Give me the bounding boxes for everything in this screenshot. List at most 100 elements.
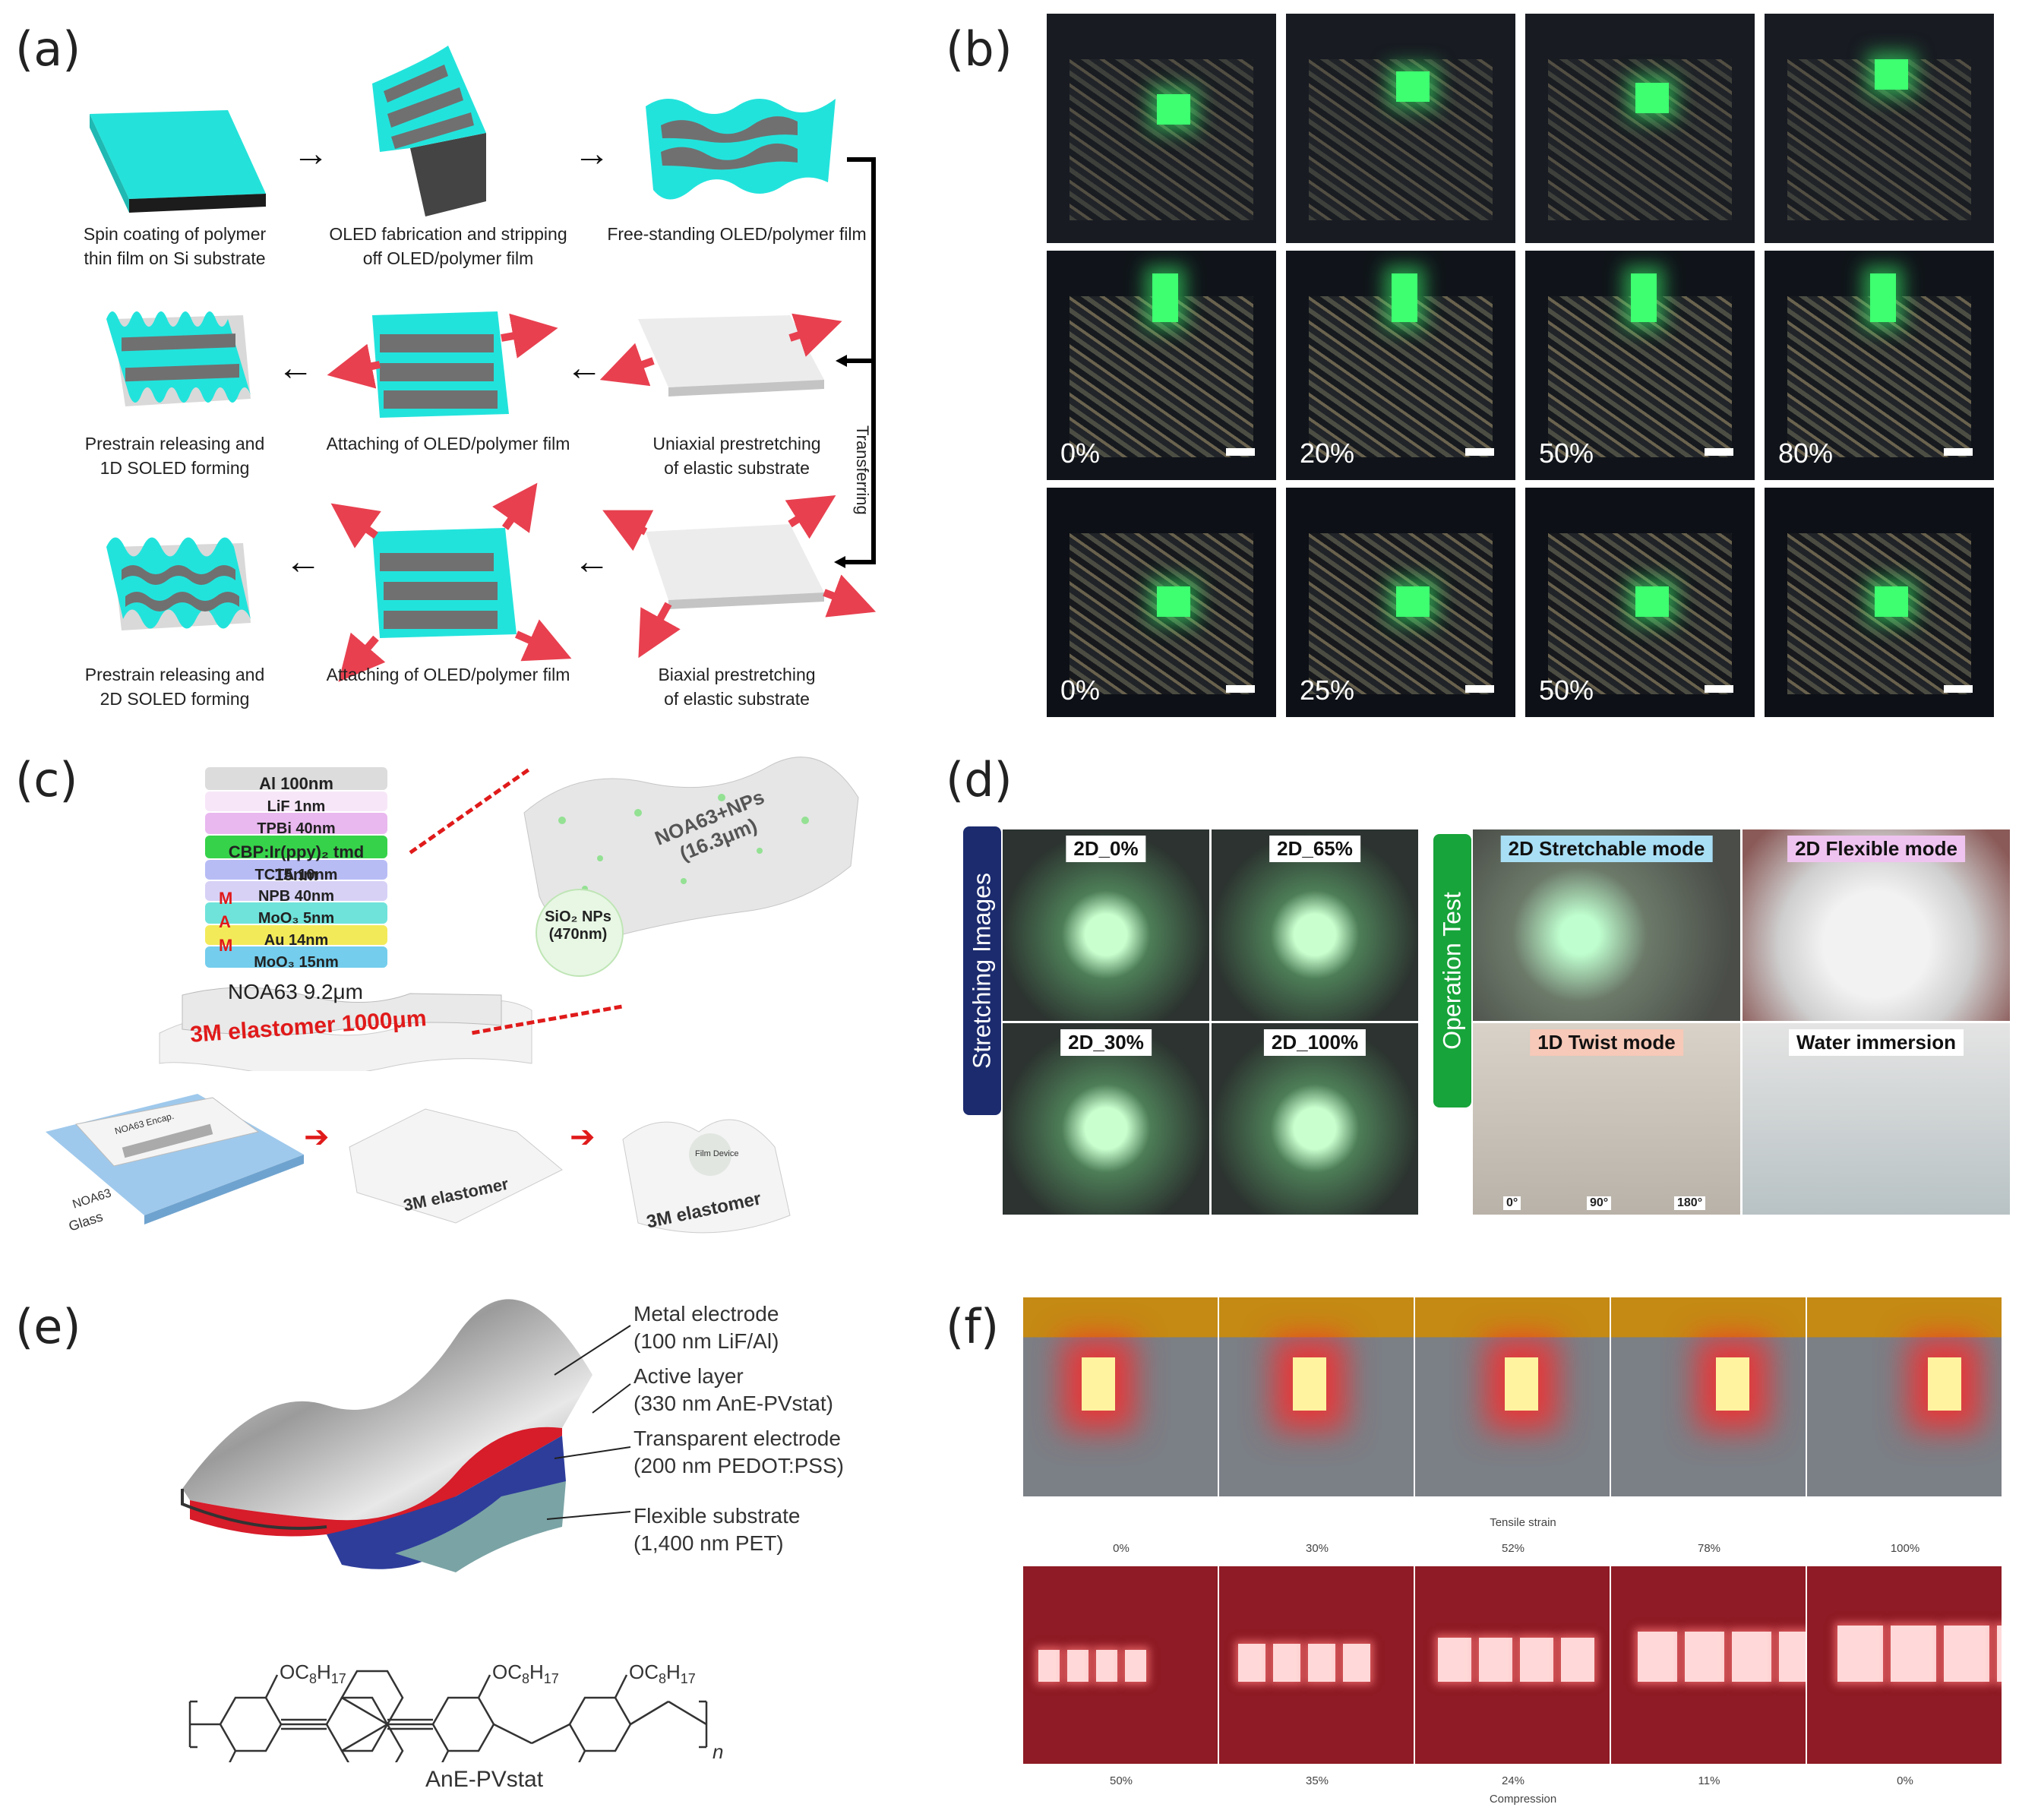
- mam-letter: M: [219, 889, 233, 908]
- led-glow: [1152, 273, 1178, 323]
- layer-substrate-detail: (1,400 nm PET): [634, 1531, 784, 1555]
- tensile-strain-label: 78%: [1697, 1542, 1721, 1555]
- strain-label: 25%: [1300, 675, 1355, 706]
- led-glow: [1635, 82, 1669, 113]
- lit-pixel: [1520, 1638, 1553, 1682]
- scale-bar: [1705, 685, 1733, 693]
- lit-pixel: [1438, 1638, 1471, 1682]
- stack-layer-1: [205, 767, 387, 790]
- sio2-np-circle: [536, 889, 624, 977]
- photo-b-r3-c2: 25%: [1286, 488, 1515, 717]
- lit-pixel: [1125, 1650, 1146, 1682]
- strain-label: 0%: [1060, 438, 1101, 469]
- strain-label: 50%: [1539, 675, 1594, 706]
- red-led-glow: [1927, 1357, 1961, 1411]
- caption-a7: Prestrain releasing and 2D SOLED forming: [84, 665, 265, 709]
- strain-label: 20%: [1300, 438, 1355, 469]
- svg-text:→: →: [292, 134, 329, 174]
- stretching-images-bar: Stretching Images: [963, 826, 1001, 1115]
- tensile-photo-2: [1219, 1297, 1414, 1496]
- photo-b-r1-c4: [1765, 14, 1994, 243]
- svg-text:←: ←: [277, 348, 314, 388]
- strain-label: 0%: [1060, 675, 1101, 706]
- scale-bar: [1465, 685, 1494, 693]
- caption-a9: Biaxial prestretching of elastic substra…: [658, 665, 816, 709]
- layer-active-title: Active layer: [634, 1364, 744, 1388]
- photo-b-r1-c3: [1525, 14, 1755, 243]
- attach-film-biaxial: [330, 482, 572, 682]
- compression-label: 24%: [1501, 1774, 1525, 1787]
- twist-angle-label: 90°: [1587, 1196, 1612, 1210]
- layer-transparent-detail: (200 nm PEDOT:PSS): [634, 1454, 844, 1477]
- film-texture: [1070, 59, 1253, 220]
- svg-text:OC8H17: OC8H17: [492, 1660, 559, 1686]
- layer-transparent-title: Transparent electrode: [634, 1427, 841, 1450]
- compression-photo-1: [1023, 1566, 1218, 1764]
- photo-b-r2-c4: 80%: [1765, 251, 1994, 480]
- mam-letter: M: [219, 936, 233, 955]
- panel-label-c: (c): [15, 752, 78, 807]
- scale-bar: [1465, 448, 1494, 456]
- lit-pixel: [1997, 1626, 2002, 1682]
- stack-layer-label-8: Au 14nm: [264, 932, 329, 949]
- pixel-row: [1038, 1650, 1146, 1682]
- svg-text:←: ←: [285, 542, 321, 582]
- e-layer-labels: Metal electrode (100 nm LiF/Al) Active l…: [634, 1300, 844, 1557]
- led-glow: [1395, 586, 1430, 617]
- scale-bar: [1226, 448, 1255, 456]
- led-glow: [1391, 273, 1417, 323]
- lit-pixel: [1837, 1626, 1883, 1682]
- panel-label-b: (b): [946, 21, 1013, 77]
- panel-label-d: (d): [946, 752, 1013, 807]
- compression-photo-5: [1807, 1566, 2002, 1764]
- lit-pixel: [1944, 1626, 1989, 1682]
- caption-a6: Uniaxial prestretching of elastic substr…: [652, 434, 821, 478]
- svg-text:n: n: [712, 1740, 723, 1762]
- lit-pixel: [1479, 1638, 1512, 1682]
- svg-text:→: →: [573, 134, 610, 174]
- stack-layer-label-7: MoO₃ 5nm: [258, 910, 335, 927]
- photo-b-r2-c1: 0%: [1047, 251, 1276, 480]
- scale-bar: [1944, 448, 1973, 456]
- stack-layer-9: [205, 946, 387, 968]
- scale-bar: [1944, 685, 1973, 693]
- strain-label: 80%: [1778, 438, 1834, 469]
- led-glow: [1635, 586, 1669, 617]
- svg-text:←: ←: [566, 348, 602, 388]
- lit-pixel: [1038, 1650, 1060, 1682]
- compression-photo-2: [1219, 1566, 1414, 1764]
- twist-angle-label: 180°: [1674, 1196, 1706, 1210]
- operation-test-label: Operation Test: [1438, 892, 1466, 1050]
- photo-b-r3-c1: 0%: [1047, 488, 1276, 717]
- tensile-photo-4: [1611, 1297, 1806, 1496]
- lit-pixel: [1067, 1650, 1088, 1682]
- caption-a5: Attaching of OLED/polymer film: [326, 434, 570, 453]
- stretch-photo-2: 2D_65%: [1210, 828, 1420, 1022]
- lit-pixel: [1732, 1632, 1771, 1682]
- compression-label: 11%: [1698, 1774, 1720, 1787]
- operation-photo-label: 2D Flexible mode: [1787, 836, 1965, 862]
- red-led-glow: [1081, 1357, 1115, 1411]
- compression-label: 0%: [1897, 1774, 1913, 1787]
- stack-layer-label-6: NPB 40nm: [258, 888, 335, 905]
- pixel-row: [1438, 1638, 1594, 1682]
- tensile-strain-label: 100%: [1890, 1542, 1920, 1555]
- stack-layer-label-3: TPBi 40nm: [257, 820, 336, 837]
- lit-pixel: [1096, 1650, 1117, 1682]
- stack-layer-label-4: CBP:Ir(ppy)₂ tmd 15nm: [228, 842, 365, 884]
- led-glow: [1630, 273, 1657, 323]
- compression-title: Compression: [1489, 1793, 1557, 1806]
- panel-label-f: (f): [946, 1299, 1000, 1354]
- stack-layer-label-9: MoO₃ 15nm: [254, 954, 339, 971]
- led-glow: [1395, 71, 1430, 102]
- lit-pixel: [1561, 1638, 1594, 1682]
- layer-stack: [159, 767, 532, 1071]
- uniaxial-substrate: [599, 313, 842, 397]
- 1d-soled: [106, 311, 251, 406]
- tensile-strain-label: 30%: [1305, 1542, 1329, 1555]
- red-led-glow: [1293, 1357, 1327, 1411]
- svg-text:OC8H17: OC8H17: [629, 1660, 696, 1686]
- tensile-photo-5: [1807, 1297, 2002, 1496]
- stack-layer-5: [205, 860, 387, 880]
